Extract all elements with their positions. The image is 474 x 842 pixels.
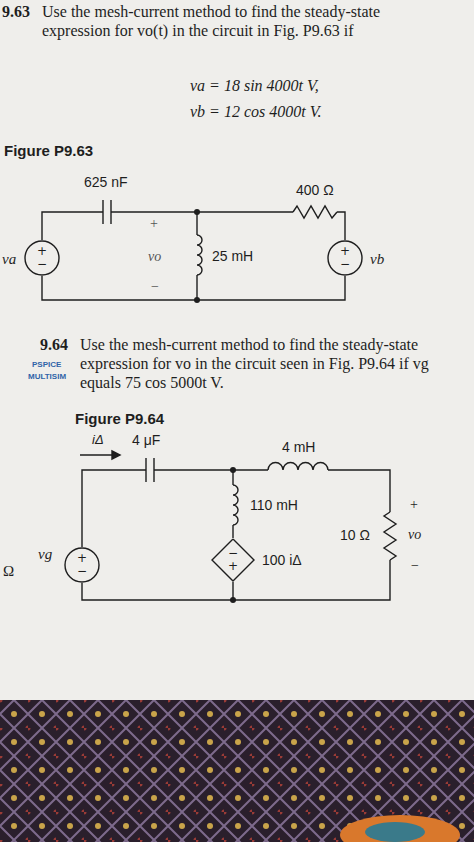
polarity-sign: −: [228, 547, 238, 560]
problem-text: Use the mesh-current method to find the …: [42, 2, 447, 40]
inductor-symbol: [233, 485, 238, 525]
polarity-sign: +: [340, 245, 350, 258]
circuit-label: va = 18 sin 4000t V,: [190, 76, 319, 95]
dependent-source: −+: [211, 538, 255, 582]
circuit-label: 400 Ω: [296, 182, 334, 199]
circuit-p964: [80, 451, 396, 600]
circuit-label: −: [411, 558, 419, 575]
junction-dot: [194, 209, 200, 215]
wire: [111, 211, 293, 212]
inductor-symbol: [268, 463, 328, 470]
polarity-sign: +: [77, 552, 87, 565]
wire: [232, 470, 233, 485]
circuit-label: Figure P9.63: [4, 142, 93, 160]
circuit-label: vo: [148, 249, 161, 266]
polarity-sign: −: [77, 565, 87, 578]
polarity-sign: +: [228, 560, 238, 573]
polarity-sign: +: [37, 245, 47, 258]
circuit-label: Ω: [3, 562, 14, 580]
circuit-label: +: [410, 497, 418, 514]
circuit-label: 625 nF: [84, 174, 128, 191]
resistor-symbol: [293, 206, 337, 218]
wire: [232, 582, 233, 600]
circuit-label: −: [151, 279, 159, 296]
voltage-source: +−: [327, 240, 363, 276]
source-outline: [212, 539, 254, 581]
circuit-label: PSPICE: [32, 360, 61, 370]
source-outline: [25, 241, 59, 275]
capacitor-symbol: [146, 458, 154, 482]
circuit-label: 110 mH: [250, 497, 298, 514]
voltage-source: +−: [24, 240, 60, 276]
source-outline: [65, 548, 99, 582]
arrow-head: [112, 451, 120, 459]
source-outline: [328, 241, 362, 275]
circuit-label: 4 mH: [282, 439, 315, 456]
circuit-label: +: [150, 216, 158, 233]
circuit-label: 10 Ω: [340, 527, 370, 544]
resistor-symbol: [384, 512, 396, 560]
wire: [337, 212, 345, 240]
fabric-blob: [365, 822, 425, 842]
wire: [82, 560, 390, 600]
circuit-label: Figure P9.64: [75, 410, 164, 428]
circuit-label: vg: [38, 545, 52, 563]
problem-text: Use the mesh-current method to find the …: [80, 335, 440, 393]
inductor-symbol: [197, 235, 202, 275]
polarity-sign: −: [37, 258, 47, 271]
wire: [154, 469, 268, 470]
fabric-blob: [340, 815, 460, 842]
voltage-source: +−: [64, 547, 100, 583]
wire: [42, 212, 103, 240]
circuit-label: 9.64: [40, 335, 68, 354]
circuit-label: vb: [370, 250, 384, 268]
page-paper: [0, 0, 474, 700]
junction-dot: [194, 297, 200, 303]
wire: [232, 525, 233, 538]
circuit-label: 25 mH: [212, 248, 253, 265]
wire: [42, 276, 345, 300]
circuit-label: vb = 12 cos 4000t V.: [190, 102, 321, 121]
circuit-label: vo: [408, 527, 421, 544]
capacitor-symbol: [103, 200, 111, 224]
circuit-label: va: [2, 250, 16, 268]
circuit-p963: [42, 200, 345, 300]
wire: [328, 470, 390, 512]
circuit-label: iΔ: [92, 432, 104, 448]
wire: [196, 212, 197, 235]
polarity-sign: −: [340, 258, 350, 271]
circuit-label: 9.63: [2, 2, 30, 21]
circuit-label: 100 iΔ: [262, 552, 302, 569]
wire: [196, 275, 197, 300]
wire: [82, 470, 146, 547]
circuit-label: MULTISIM: [28, 372, 66, 382]
circuit-label: 4 μF: [132, 432, 160, 449]
